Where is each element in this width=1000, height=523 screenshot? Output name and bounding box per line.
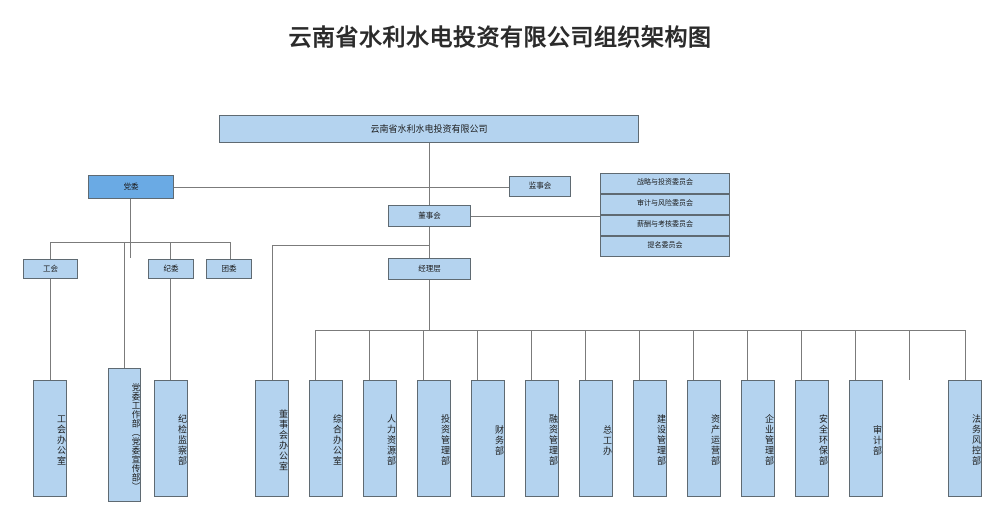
connector-party-bar <box>50 242 230 243</box>
node-committee-remuneration-appraisal[interactable]: 薪酬与考核委员会 <box>600 215 730 236</box>
connector-dept-drop-3 <box>423 330 424 380</box>
connector-drop-discipline <box>170 242 171 259</box>
node-dept-general-office[interactable]: 综合办公室 <box>309 380 343 497</box>
node-management[interactable]: 经理层 <box>388 258 471 280</box>
connector-dept-drop-11 <box>855 330 856 380</box>
node-dept-human-resources[interactable]: 人力资源部 <box>363 380 397 497</box>
connector-dept-drop-1 <box>315 330 316 380</box>
node-youth-league-committee[interactable]: 团委 <box>206 259 252 279</box>
connector-dept-drop-13 <box>965 330 966 380</box>
node-dept-party-work-publicity[interactable]: 党委工作部（党委宣传部） <box>108 368 141 502</box>
node-dept-safety-environment[interactable]: 安全环保部 <box>795 380 829 497</box>
node-dept-discipline-inspection[interactable]: 纪检监察部 <box>154 380 188 497</box>
connector-dept-drop-5 <box>531 330 532 380</box>
node-board-of-directors[interactable]: 董事会 <box>388 205 471 227</box>
node-dept-audit[interactable]: 审计部 <box>849 380 883 497</box>
node-dept-board-office[interactable]: 董事会办公室 <box>255 380 289 497</box>
connector-drop-union <box>50 242 51 259</box>
node-supervisory-board[interactable]: 监事会 <box>509 176 571 197</box>
connector-board-to-management <box>429 227 430 268</box>
node-dept-union-office[interactable]: 工会办公室 <box>33 380 67 497</box>
connector-dept-drop-12 <box>909 330 910 380</box>
node-discipline-committee[interactable]: 纪委 <box>148 259 194 279</box>
connector-department-bar <box>315 330 965 331</box>
connector-management-stem <box>429 279 430 330</box>
node-root-company[interactable]: 云南省水利水电投资有限公司 <box>219 115 639 143</box>
node-dept-investment-management[interactable]: 投资管理部 <box>417 380 451 497</box>
connector-supervisory-lead <box>429 187 509 188</box>
connector-party-to-root <box>173 187 430 188</box>
node-dept-asset-operation[interactable]: 资产运营部 <box>687 380 721 497</box>
node-committee-nomination[interactable]: 提名委员会 <box>600 236 730 257</box>
node-committee-audit-risk[interactable]: 审计与风险委员会 <box>600 194 730 215</box>
node-party-committee[interactable]: 党委 <box>88 175 174 199</box>
node-dept-enterprise-management[interactable]: 企业管理部 <box>741 380 775 497</box>
connector-board-branch-stem <box>272 245 273 380</box>
connector-board-branch <box>272 245 430 246</box>
connector-party-stem <box>130 198 131 258</box>
connector-drop-youth <box>230 242 231 259</box>
connector-root-to-board <box>429 187 430 208</box>
node-dept-chief-engineer-office[interactable]: 总工办 <box>579 380 613 497</box>
connector-dept-drop-7 <box>639 330 640 380</box>
node-dept-construction-management[interactable]: 建设管理部 <box>633 380 667 497</box>
node-dept-financing-management[interactable]: 融资管理部 <box>525 380 559 497</box>
connector-discipline-to-dept <box>170 277 171 380</box>
connector-dept-drop-10 <box>801 330 802 380</box>
page-title: 云南省水利水电投资有限公司组织架构图 <box>288 24 712 50</box>
connector-dept-drop-8 <box>693 330 694 380</box>
node-dept-finance[interactable]: 财务部 <box>471 380 505 497</box>
connector-root-stem <box>429 142 430 187</box>
connector-dept-drop-4 <box>477 330 478 380</box>
connector-dept-drop-2 <box>369 330 370 380</box>
connector-dept-drop-9 <box>747 330 748 380</box>
connector-union-to-office <box>50 277 51 380</box>
connector-board-to-committees <box>470 216 600 217</box>
node-committee-strategy-investment[interactable]: 战略与投资委员会 <box>600 173 730 194</box>
connector-party-to-workdept <box>124 242 125 380</box>
connector-dept-drop-6 <box>585 330 586 380</box>
node-dept-legal-risk-control[interactable]: 法务风控部 <box>948 380 982 497</box>
node-labor-union[interactable]: 工会 <box>23 259 78 279</box>
